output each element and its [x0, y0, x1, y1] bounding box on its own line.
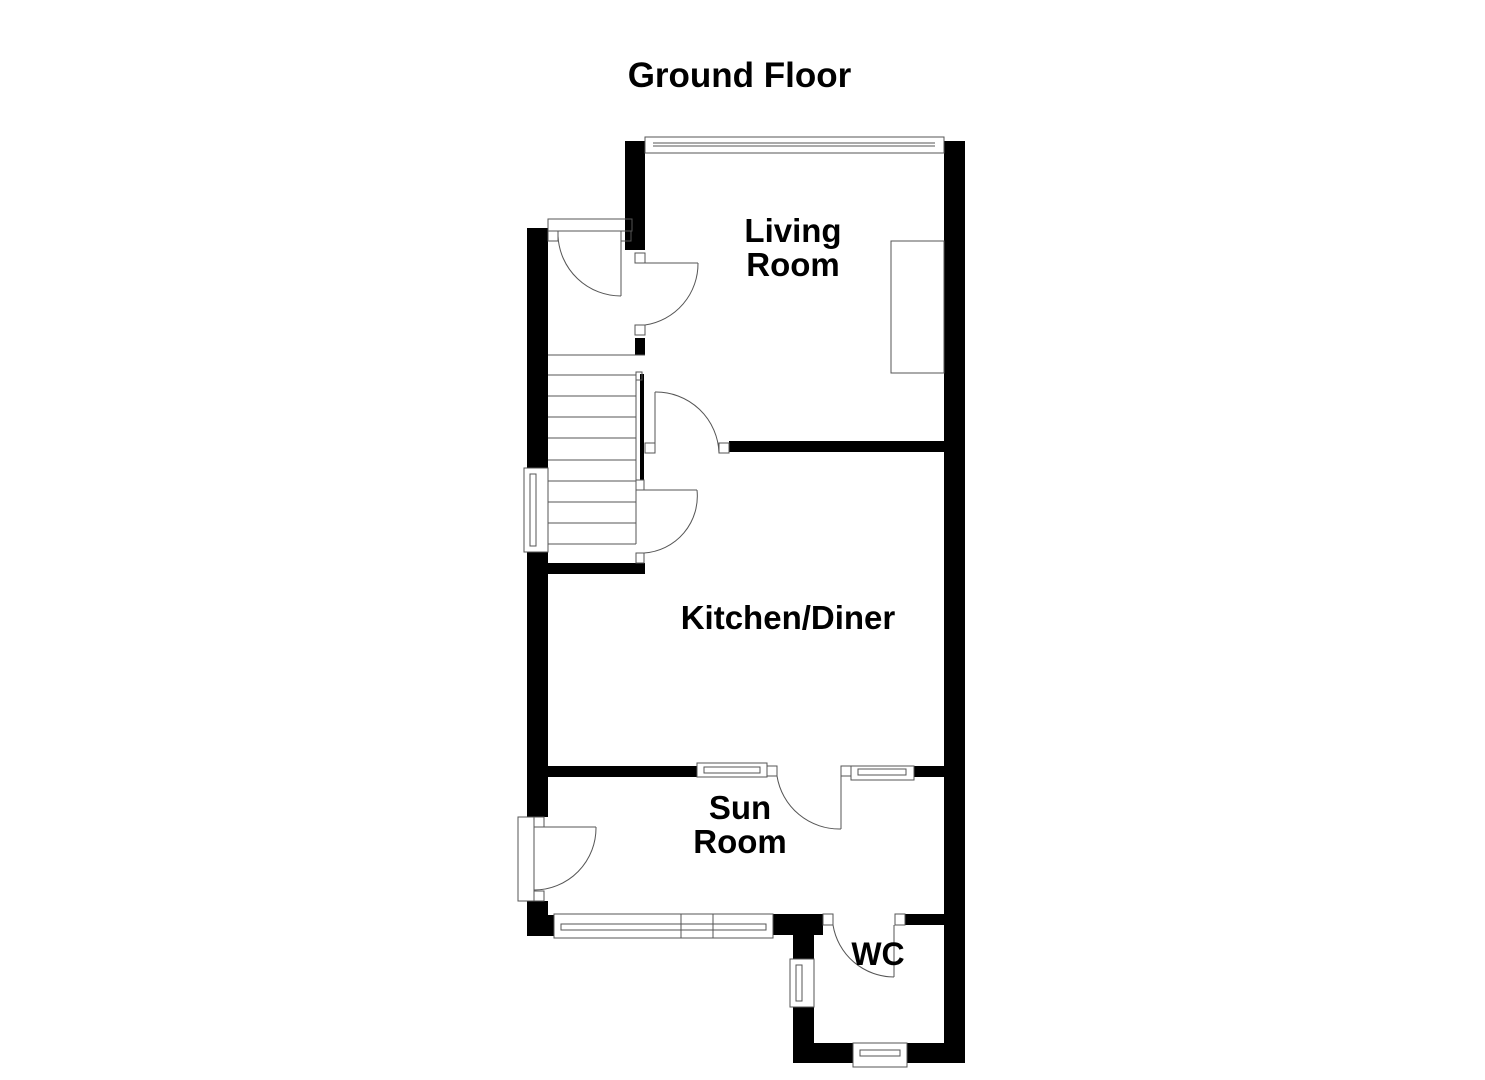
wall-kitchen-sun-left: [548, 766, 697, 777]
door-arc-sun-side: [533, 826, 597, 891]
staircase: [548, 354, 645, 545]
wall-hall-stub: [635, 338, 645, 355]
window-wc-bottom: [852, 1042, 908, 1068]
walls: [527, 141, 965, 1063]
living-room-line2: Room: [746, 246, 840, 283]
door-arc-wc: [832, 924, 895, 978]
stair-partition: [640, 374, 644, 480]
wall-left-mid: [527, 552, 548, 817]
wall-right: [944, 141, 965, 1063]
door-arc-cupboard: [643, 489, 698, 554]
floor-title: Ground Floor: [0, 56, 1485, 96]
wall-wc-top-right: [905, 914, 945, 925]
door-arc-living: [644, 262, 699, 326]
chimney-breast: [890, 240, 945, 374]
wall-kitchen-sun-right: [914, 766, 945, 777]
room-label-living-room: Living Room: [693, 214, 893, 282]
wall-living-kitchen: [729, 441, 945, 452]
door-frame-sun-side: [517, 816, 535, 902]
kitchen-diner-line1: Kitchen/Diner: [680, 599, 896, 636]
door-arc-living-kitchen: [654, 391, 720, 454]
wall-wc-left-upper: [793, 914, 814, 959]
window-living-top: [644, 136, 945, 154]
sun-room-line2: Room: [693, 823, 787, 860]
wall-left-upper: [527, 228, 548, 468]
porch-frame: [547, 218, 633, 232]
room-label-wc: WC: [828, 937, 928, 971]
window-sun-bottom: [553, 913, 774, 939]
window-stairs: [523, 467, 549, 553]
wall-under-stairs: [548, 563, 645, 574]
wall-wc-bottom-right: [907, 1043, 965, 1063]
fixtures: [517, 136, 945, 1068]
window-sun-top-right: [850, 765, 915, 781]
wc-line1: WC: [851, 936, 905, 972]
floor-title-text: Ground Floor: [627, 56, 852, 95]
sun-room-line1: Sun: [708, 789, 772, 826]
window-sun-top-left: [696, 762, 768, 778]
door-arc-kitchen-sun: [776, 775, 842, 830]
wall-wc-bottom-left: [793, 1043, 853, 1063]
living-room-line1: Living: [744, 212, 842, 249]
window-wc-side: [789, 958, 815, 1008]
room-label-kitchen-diner: Kitchen/Diner: [638, 601, 938, 635]
door-arc-porch: [557, 235, 622, 297]
wall-living-left: [625, 141, 645, 250]
room-label-sun-room: Sun Room: [640, 791, 840, 859]
wall-corner-sw: [527, 915, 554, 936]
